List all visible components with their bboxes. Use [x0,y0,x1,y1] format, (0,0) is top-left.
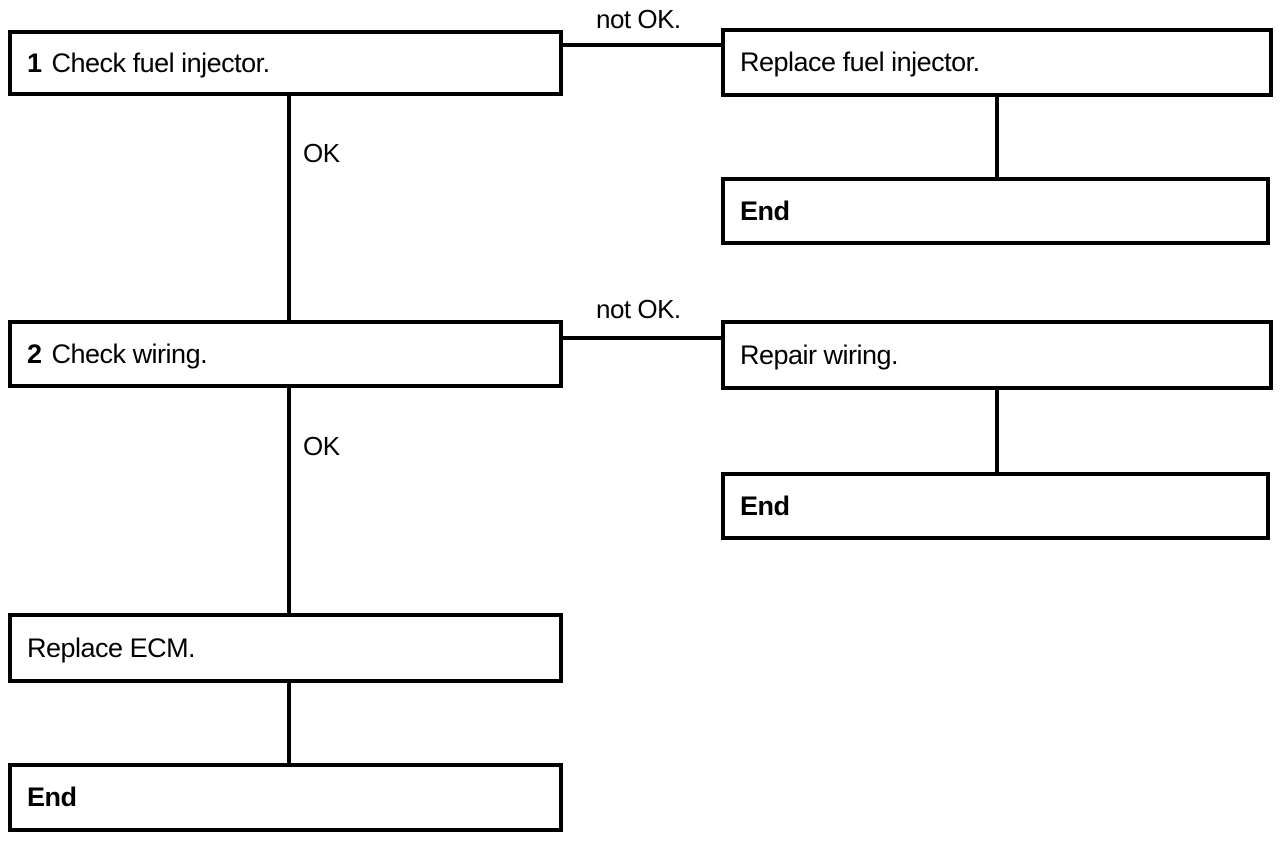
end-label: End [740,490,790,521]
node-end-bottom-left: End [8,763,563,832]
step-number: 2 [27,338,42,369]
connector-replace-injector-to-end1 [995,97,999,177]
edge-label-ok-mid: OK [303,431,340,461]
edge-label-not-ok-top: not OK. [596,4,681,34]
edge-label-ok-top: OK [303,138,340,168]
connector-replace-ecm-to-end3 [287,683,291,763]
step-number: 1 [27,47,42,78]
node-replace-ecm: Replace ECM. [8,613,563,683]
step-label: Replace ECM. [27,632,196,663]
connector-step1-to-step2 [287,96,291,320]
node-replace-fuel-injector: Replace fuel injector. [721,28,1273,97]
node-check-wiring: 2 Check wiring. [8,320,563,388]
step-label: Check wiring. [51,338,208,369]
node-end-top-right: End [721,177,1270,245]
node-check-fuel-injector: 1 Check fuel injector. [8,30,563,96]
step-label: Repair wiring. [740,339,899,370]
end-label: End [27,782,77,812]
node-repair-wiring: Repair wiring. [721,320,1273,390]
connector-step2-to-replace-ecm [287,388,291,613]
connector-repair-wiring-to-end2 [995,390,999,472]
step-label: Replace fuel injector. [740,47,980,77]
end-label: End [740,195,790,226]
node-end-mid-right: End [721,472,1270,540]
edge-label-not-ok-mid: not OK. [596,294,681,324]
step-label: Check fuel injector. [51,47,271,78]
connector-step2-to-repair-wiring [563,336,721,340]
connector-step1-to-replace-injector [563,43,721,47]
